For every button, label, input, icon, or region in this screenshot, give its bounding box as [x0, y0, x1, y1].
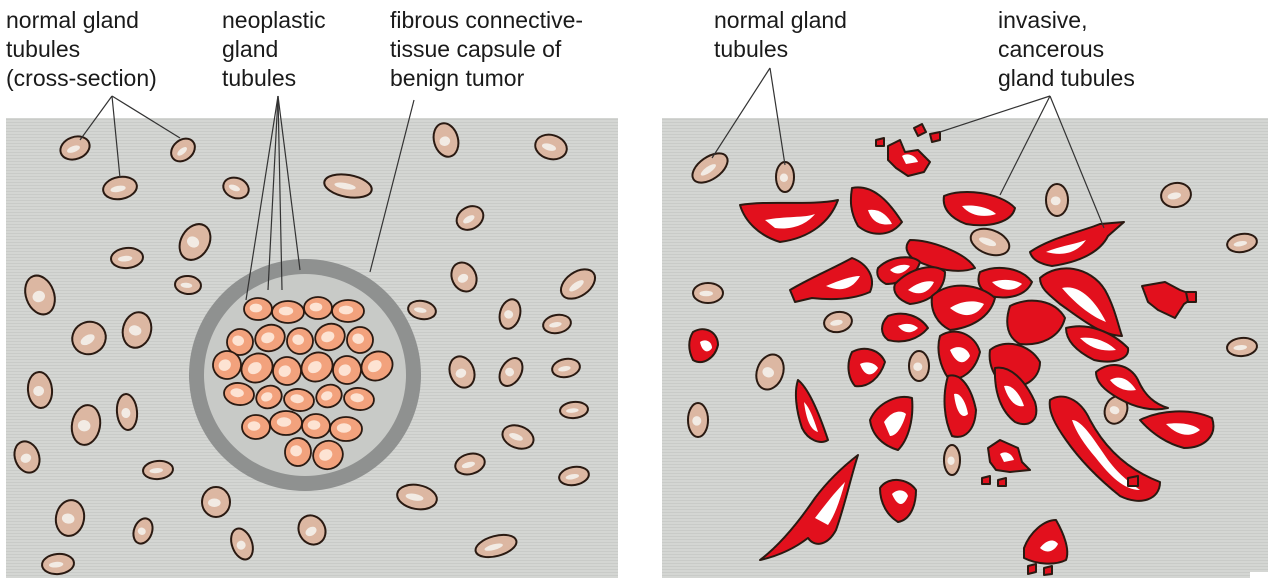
- neoplastic-gland-tubule: [272, 301, 304, 323]
- label-fibrous-capsule: fibrous connective- tissue capsule of be…: [390, 6, 583, 93]
- neoplastic-gland-tubule: [302, 414, 330, 438]
- normal-gland-tubule: [688, 403, 708, 437]
- normal-gland-tubule: [202, 487, 230, 517]
- cancerous-gland-tubule: [930, 132, 940, 142]
- label-normal-gland-tubules-left: normal gland tubules (cross-section): [6, 6, 157, 93]
- normal-gland-tubule: [909, 351, 929, 381]
- normal-gland-tubule: [944, 445, 960, 475]
- cancerous-gland-tubule: [1128, 476, 1138, 486]
- neoplastic-gland-tubule: [330, 417, 362, 441]
- malignant-tumor-panel: [662, 68, 1268, 583]
- cancerous-gland-tubule: [982, 476, 990, 484]
- neoplastic-gland-tubule: [332, 300, 364, 322]
- normal-gland-tubule: [1046, 184, 1068, 216]
- benign-tumor: [189, 259, 421, 491]
- cancerous-gland-tubule: [1028, 564, 1036, 574]
- neoplastic-gland-tubule: [242, 415, 270, 439]
- neoplastic-gland-tubule: [270, 411, 302, 435]
- neoplastic-gland-tubule: [244, 298, 272, 320]
- label-neoplastic-gland-tubules: neoplastic gland tubules: [222, 6, 326, 93]
- cancerous-gland-tubule: [998, 478, 1006, 486]
- normal-gland-tubule: [693, 283, 723, 303]
- label-invasive-cancerous-tubules: invasive, cancerous gland tubules: [998, 6, 1135, 93]
- label-normal-gland-tubules-right: normal gland tubules: [714, 6, 847, 64]
- cancerous-gland-tubule: [1044, 566, 1052, 575]
- cancerous-gland-tubule: [876, 138, 884, 146]
- benign-tumor-panel: [6, 96, 618, 578]
- cancerous-gland-tubule: [1186, 292, 1196, 302]
- corner-mask: [1250, 572, 1268, 583]
- neoplastic-gland-tubule: [304, 297, 332, 319]
- normal-gland-tubule: [776, 162, 794, 192]
